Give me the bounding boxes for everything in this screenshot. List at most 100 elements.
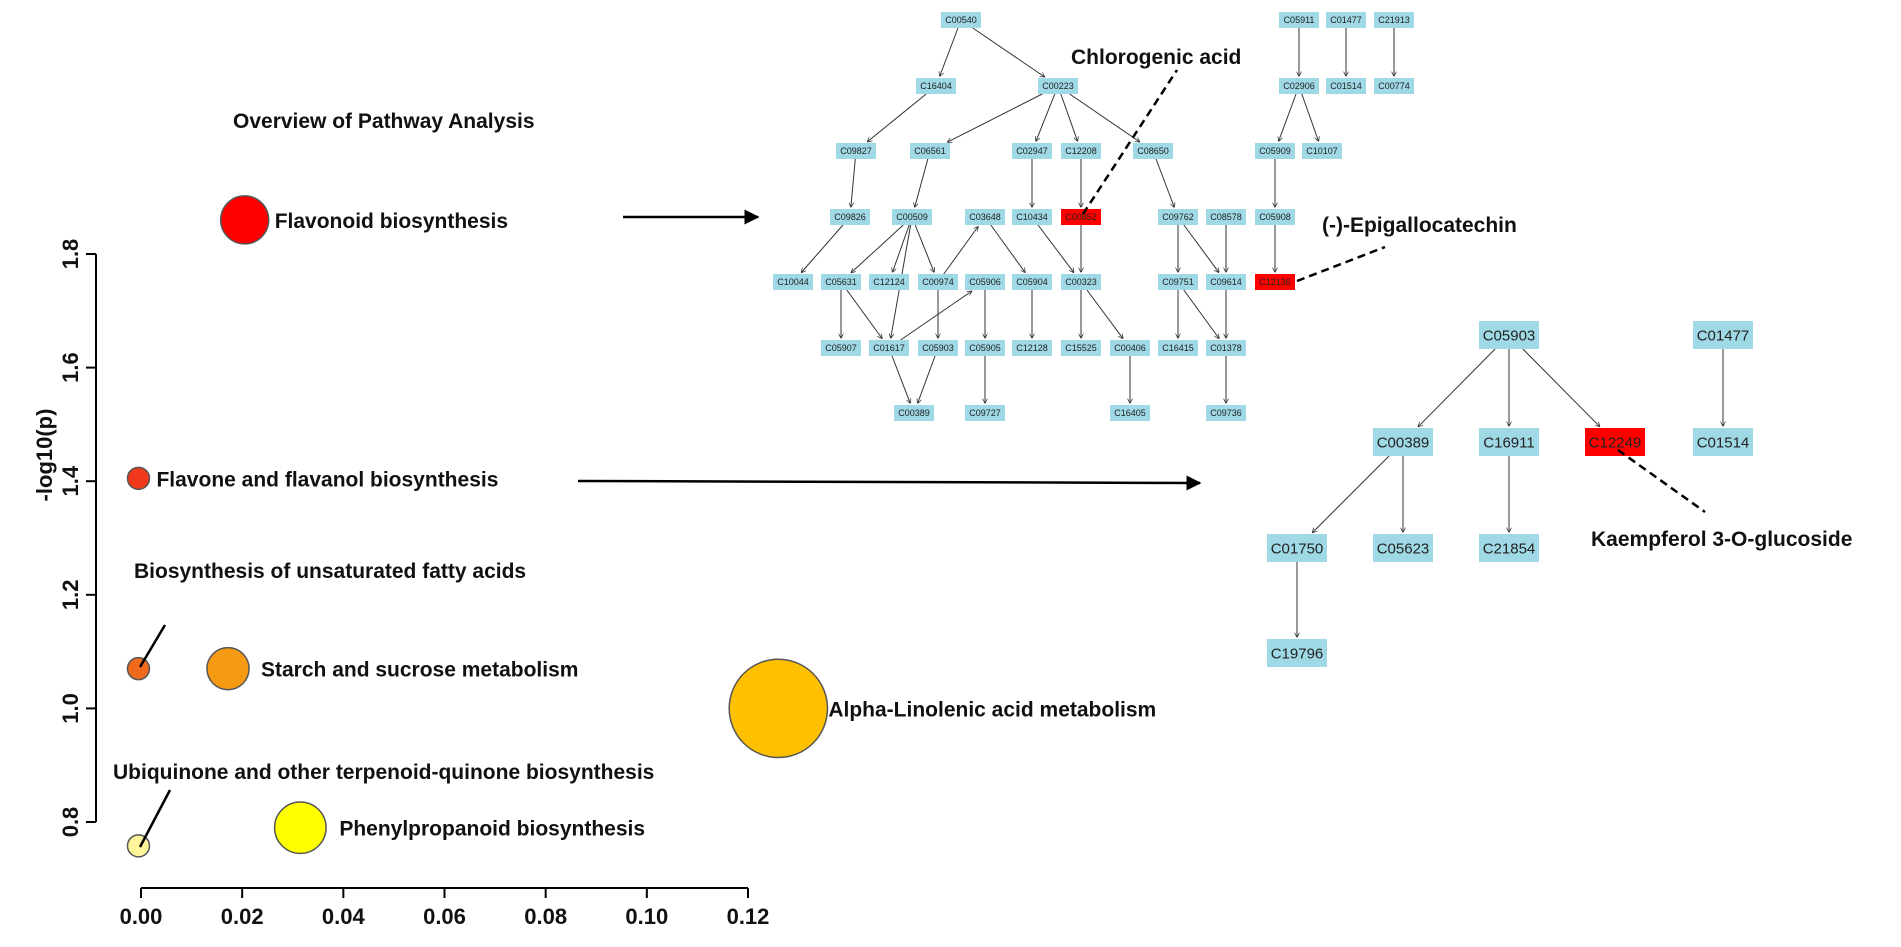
network-node-label: C00852 <box>1065 212 1097 222</box>
network-node <box>1255 274 1295 290</box>
network-node-label: C09827 <box>840 146 872 156</box>
network-node <box>894 405 934 421</box>
network-node <box>1479 321 1539 349</box>
network-node <box>1693 321 1753 349</box>
y-axis-label: -log10(p) <box>32 409 57 502</box>
network-node-label: C16405 <box>1114 408 1146 418</box>
network-node <box>1012 143 1052 159</box>
network-node-label: C08650 <box>1137 146 1169 156</box>
network-node <box>910 143 950 159</box>
network-node-label: C00223 <box>1042 81 1074 91</box>
network-node-label: C05906 <box>969 277 1001 287</box>
leader-line <box>138 624 167 668</box>
scatter-point <box>126 656 151 681</box>
flavonoid-network-edges <box>801 27 1394 403</box>
network-node <box>1206 340 1246 356</box>
network-edge <box>900 291 972 341</box>
point-label: Phenylpropanoid biosynthesis <box>339 818 645 841</box>
network-edge <box>846 289 882 338</box>
x-tick-label: 0.12 <box>727 904 770 929</box>
network-node <box>1279 78 1319 94</box>
scatter-points <box>126 195 829 858</box>
scatter-point <box>273 801 327 855</box>
network-node <box>1479 428 1539 456</box>
network-node <box>1267 639 1327 667</box>
network-edge <box>1155 158 1174 207</box>
network-node-label: C00974 <box>922 277 954 287</box>
network-node <box>1374 12 1414 28</box>
network-node-label: C21854 <box>1483 540 1536 557</box>
network-edge <box>914 224 934 272</box>
flavone-network-edges <box>1297 348 1723 637</box>
x-tick-label: 0.04 <box>322 904 366 929</box>
network-node-label: C09762 <box>1162 212 1194 222</box>
network-node-label: C10044 <box>777 277 809 287</box>
network-node <box>1110 405 1150 421</box>
network-node-label: C00406 <box>1114 343 1146 353</box>
label-leader-lines <box>138 624 172 848</box>
network-node <box>1374 78 1414 94</box>
network-edge <box>1312 455 1390 533</box>
network-node-label: C01477 <box>1697 327 1750 344</box>
network-node-label: C05904 <box>1016 277 1048 287</box>
network-node-label: C12249 <box>1589 434 1642 451</box>
network-node-label: C02947 <box>1016 146 1048 156</box>
network-node-label: C01378 <box>1210 343 1242 353</box>
network-node-label: C01617 <box>873 343 905 353</box>
point-label: Flavonoid biosynthesis <box>275 210 508 233</box>
annotation-epigallocatechin: (-)-Epigallocatechin <box>1322 214 1517 237</box>
network-node-label: C00323 <box>1065 277 1097 287</box>
y-tick-label: 1.6 <box>58 352 83 383</box>
network-node <box>1038 78 1078 94</box>
network-node-label: C00389 <box>898 408 930 418</box>
network-node <box>1061 143 1101 159</box>
network-edge <box>972 27 1045 77</box>
network-node <box>916 78 956 94</box>
leader-line <box>138 789 172 848</box>
network-node-label: C15525 <box>1065 343 1097 353</box>
x-tick-label: 0.08 <box>524 904 567 929</box>
network-node <box>836 143 876 159</box>
network-node <box>821 274 861 290</box>
network-node-label: C00774 <box>1378 81 1410 91</box>
network-node <box>1279 12 1319 28</box>
network-node <box>965 405 1005 421</box>
network-node <box>965 209 1005 225</box>
network-node-label: C00389 <box>1377 434 1430 451</box>
network-node-label: C16911 <box>1483 434 1534 451</box>
network-node <box>918 274 958 290</box>
chart-title: Overview of Pathway Analysis <box>233 110 535 133</box>
network-edge <box>1069 93 1140 142</box>
point-label: Ubiquinone and other terpenoid-quinone b… <box>113 761 654 784</box>
network-edge <box>948 93 1043 142</box>
network-node-label: C09826 <box>834 212 866 222</box>
network-edge <box>1086 289 1123 338</box>
network-node <box>1206 209 1246 225</box>
network-node <box>1206 274 1246 290</box>
point-label: Flavone and flavanol biosynthesis <box>156 468 498 491</box>
network-edge <box>918 355 936 403</box>
network-node <box>965 274 1005 290</box>
network-node-label: C09751 <box>1162 277 1194 287</box>
network-node-label: C01514 <box>1330 81 1362 91</box>
y-tick-label: 1.0 <box>58 693 83 724</box>
network-node <box>941 12 981 28</box>
y-tick-label: 1.2 <box>58 580 83 611</box>
network-node-label: C12136 <box>1259 277 1291 287</box>
network-node-label: C19796 <box>1271 645 1324 662</box>
network-node-label: C05908 <box>1259 212 1291 222</box>
network-node-label: C12124 <box>873 277 905 287</box>
annotation-kaempferol: Kaempferol 3-O-glucoside <box>1591 528 1852 551</box>
network-node <box>1158 209 1198 225</box>
network-node-label: C05903 <box>1483 327 1536 344</box>
network-node-label: C08578 <box>1210 212 1242 222</box>
epigallocatechin-leader <box>1296 245 1386 283</box>
network-node <box>1326 78 1366 94</box>
network-node <box>1255 143 1295 159</box>
network-node-label: C05907 <box>825 343 857 353</box>
network-node-label: C10107 <box>1306 146 1338 156</box>
network-node <box>892 209 932 225</box>
